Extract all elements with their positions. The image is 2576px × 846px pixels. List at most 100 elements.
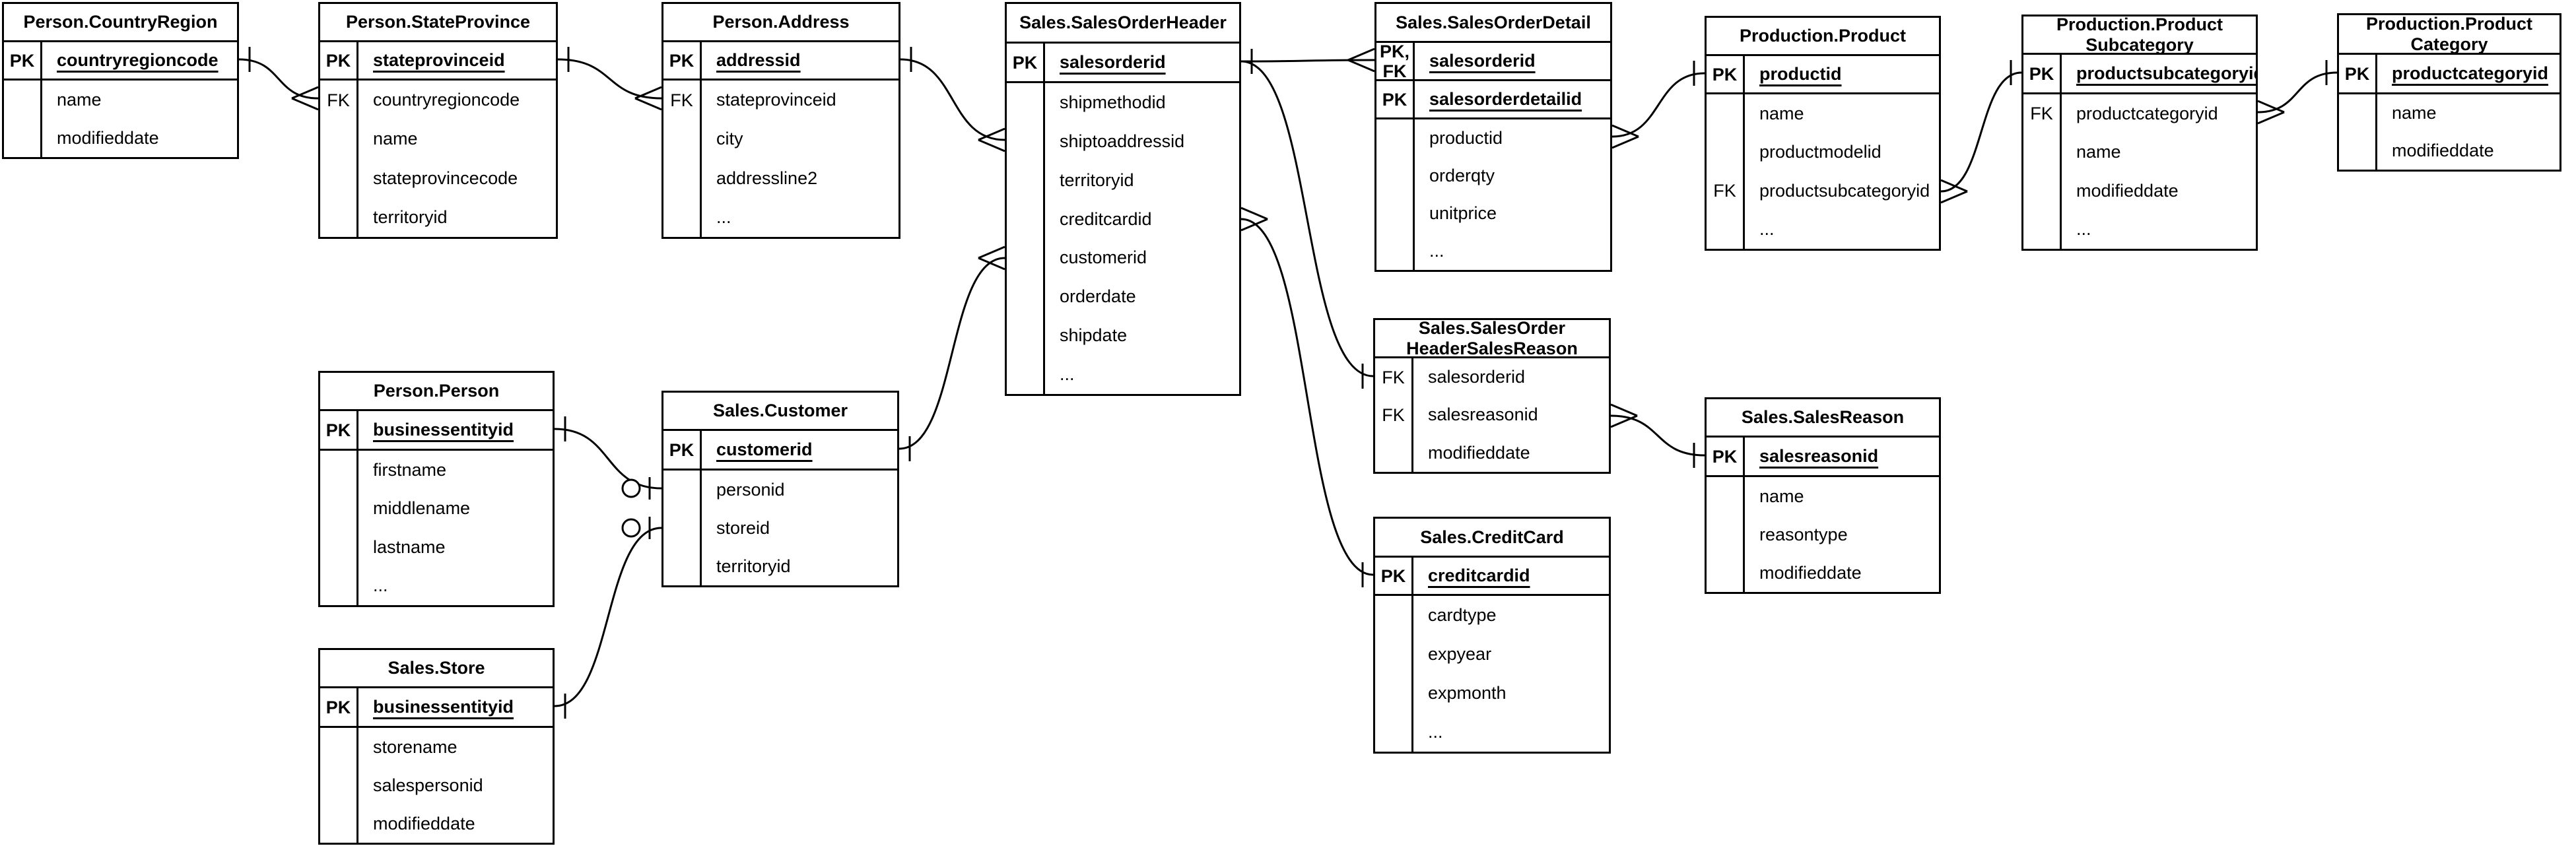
- attribute-row: modifieddate: [1707, 554, 1939, 592]
- column-name: modifieddate: [373, 813, 475, 833]
- primary-key-column: productcategoryid: [2392, 63, 2549, 83]
- attribute-row: storeid: [663, 509, 897, 547]
- connector-product-productsubcategory: [1940, 71, 2022, 193]
- column-name: countryregioncode: [373, 90, 520, 110]
- column-name: stateprovinceid: [716, 90, 836, 110]
- table-header-person-stateprovince: Person.StateProvince: [320, 4, 556, 42]
- crow-foot-product-productsubcategory: [1940, 190, 1968, 204]
- attribute-row: modifieddate: [1375, 434, 1609, 472]
- attribute-row: shipdate: [1007, 316, 1239, 356]
- crow-foot-salesorderdetail-product: [1611, 124, 1639, 138]
- key-badge: PK: [1707, 438, 1745, 475]
- primary-key-column: productsubcategoryid: [2076, 63, 2256, 83]
- attribute-row: stateprovincecode: [320, 158, 556, 198]
- attribute-row: ...: [2023, 210, 2256, 249]
- attribute-row: creditcardid: [1007, 199, 1239, 239]
- attribute-row: name: [4, 81, 237, 119]
- key-badge: [320, 158, 358, 198]
- key-badge: FK: [1375, 358, 1413, 397]
- table-header-sales-store: Sales.Store: [320, 650, 553, 688]
- key-badge: FK: [320, 81, 358, 120]
- crow-foot-countryregion-stateprovince: [291, 86, 319, 100]
- key-badge: [2339, 132, 2377, 170]
- attribute-row: reasontype: [1707, 515, 1939, 554]
- table-title: Sales.Store: [388, 658, 485, 678]
- column-name: orderqty: [1429, 166, 1495, 185]
- attribute-row: FK productcategoryid: [2023, 94, 2256, 133]
- table-title: Category: [2410, 34, 2488, 54]
- table-title: Sales.SalesOrderHeader: [1019, 13, 1227, 32]
- column-name: territoryid: [373, 207, 448, 227]
- key-badge: [320, 528, 358, 567]
- table-title: HeaderSalesReason: [1406, 338, 1578, 358]
- connector-address-salesorderheader: [900, 58, 1005, 141]
- column-name: name: [57, 89, 102, 110]
- column-name: modifieddate: [1428, 442, 1530, 463]
- key-badge: [1707, 94, 1745, 133]
- attribute-row: orderqty: [1376, 157, 1610, 195]
- table-header-sales-salesorderdetail: Sales.SalesOrderDetail: [1376, 4, 1610, 43]
- primary-key-column: businessentityid: [373, 697, 514, 717]
- column-name: lastname: [373, 537, 446, 557]
- column-name: unitprice: [1429, 203, 1497, 223]
- crow-foot-address-salesorderheader: [978, 127, 1005, 141]
- column-name: expyear: [1428, 644, 1492, 664]
- column-name: customerid: [1060, 247, 1147, 268]
- attribute-row: addressline2: [663, 158, 898, 198]
- column-name: storename: [373, 736, 458, 757]
- key-badge: [1375, 596, 1413, 635]
- primary-key-column: stateprovinceid: [373, 50, 505, 70]
- attribute-row: modifieddate: [2023, 172, 2256, 211]
- connector-salesorderheader-salesorderdetail: [1240, 59, 1375, 63]
- key-badge: PK: [320, 411, 358, 449]
- crow-foot-address-salesorderheader: [978, 139, 1005, 152]
- column-name: shipdate: [1060, 325, 1128, 346]
- key-badge: FK: [2023, 94, 2062, 133]
- attribute-row: modifieddate: [4, 119, 237, 157]
- column-name: ...: [1759, 219, 1775, 240]
- key-badge: [1007, 316, 1045, 356]
- key-badge: PK: [1376, 81, 1415, 117]
- attribute-row: lastname: [320, 528, 553, 567]
- key-badge: [320, 197, 358, 237]
- key-badge: [1007, 83, 1045, 122]
- connector-countryregion-stateprovince: [238, 58, 319, 100]
- primary-key-column: addressid: [716, 50, 801, 70]
- column-name: productcategoryid: [2076, 103, 2218, 123]
- table-title: Person.CountryRegion: [23, 12, 218, 32]
- attribute-row: name: [320, 119, 556, 159]
- column-name: name: [373, 129, 418, 149]
- column-name: addressline2: [716, 168, 818, 188]
- crow-foot-salesorderdetail-product: [1611, 135, 1639, 149]
- crow-foot-customer-salesorderheader: [978, 257, 1005, 271]
- attribute-row: name: [2023, 133, 2256, 172]
- table-title: Sales.SalesOrderDetail: [1396, 12, 1591, 32]
- key-badge: [2023, 210, 2062, 249]
- attribute-row: territoryid: [663, 547, 897, 585]
- key-badge: [1707, 133, 1745, 172]
- crow-foot-creditcard-salesorderheader: [1240, 218, 1268, 232]
- attribute-row: storename: [320, 728, 553, 766]
- crow-foot-countryregion-stateprovince: [291, 97, 319, 111]
- key-badge: [1007, 121, 1045, 161]
